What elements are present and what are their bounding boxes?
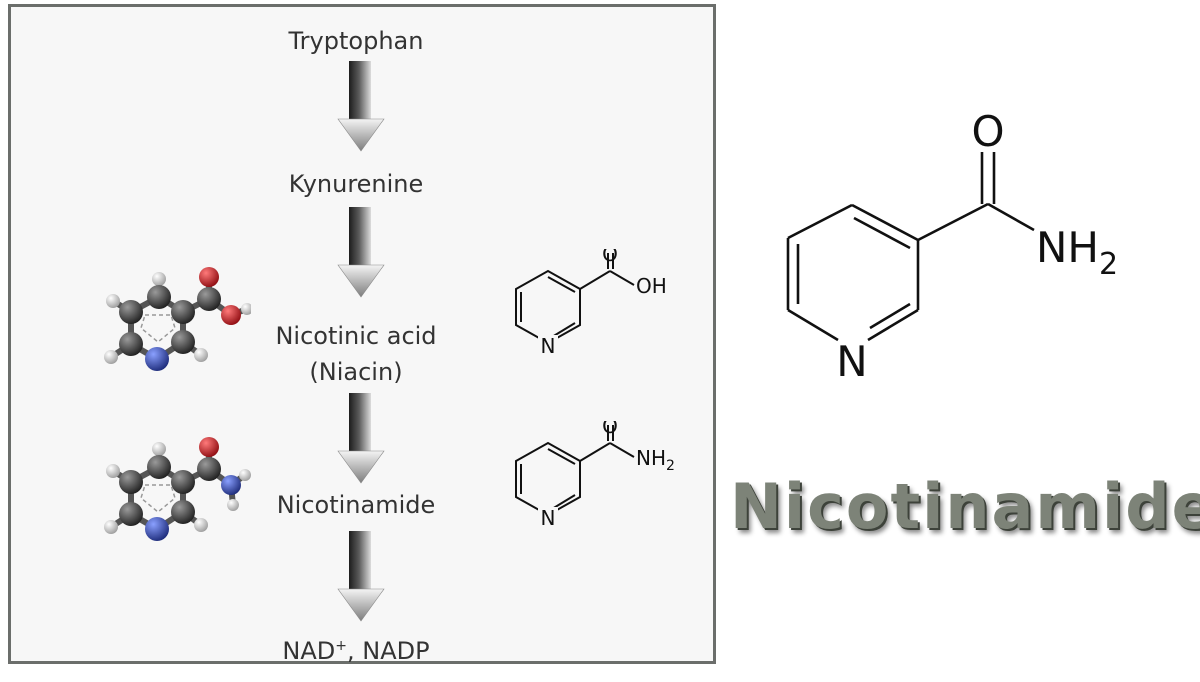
step-tryptophan: Tryptophan xyxy=(288,27,424,55)
niacin-n-label: N xyxy=(541,334,556,358)
step-nicotinic-acid: Nicotinic acid xyxy=(275,322,437,350)
nicotinamide-small-n-label: N xyxy=(541,506,556,530)
nicotinamide-small-structure: N O NH2 xyxy=(515,421,675,530)
down-arrow-icon xyxy=(337,393,385,484)
nicotinamide-title: Nicotinamide xyxy=(730,470,1200,543)
step-nicotinamide: Nicotinamide xyxy=(276,491,436,519)
nad-plus: + xyxy=(335,638,347,654)
niacin-oh-label: OH xyxy=(636,274,667,298)
nicotinamide-large-n-label: N xyxy=(836,337,867,386)
nad-text: NAD xyxy=(282,637,336,665)
down-arrow-icon xyxy=(337,531,385,622)
nicotinic-acid-ball-model xyxy=(104,267,251,371)
niacin-o-label: O xyxy=(602,249,618,266)
pathway-panel: Tryptophan Kynurenine Nicotinic acid (Ni… xyxy=(8,4,716,665)
step-kynurenine: Kynurenine xyxy=(288,170,424,198)
nadp-text: , NADP xyxy=(347,637,430,665)
nicotinamide-large-nh-label: NH2 xyxy=(1036,223,1118,282)
step-niacin-sublabel: (Niacin) xyxy=(309,358,403,386)
down-arrow-icon xyxy=(337,207,385,298)
nicotinamide-large-o-label: O xyxy=(971,107,1004,156)
nicotinamide-ball-model xyxy=(104,437,251,541)
nicotinamide-small-o-label: O xyxy=(602,421,618,438)
down-arrow-icon xyxy=(337,61,385,152)
nicotinamide-large-structure: N O NH2 xyxy=(786,107,1118,386)
nicotinamide-small-nh-label: NH2 xyxy=(636,446,675,474)
step-nad: NAD+, NADP xyxy=(241,629,471,668)
nicotinic-acid-structure: N O OH xyxy=(515,249,667,358)
